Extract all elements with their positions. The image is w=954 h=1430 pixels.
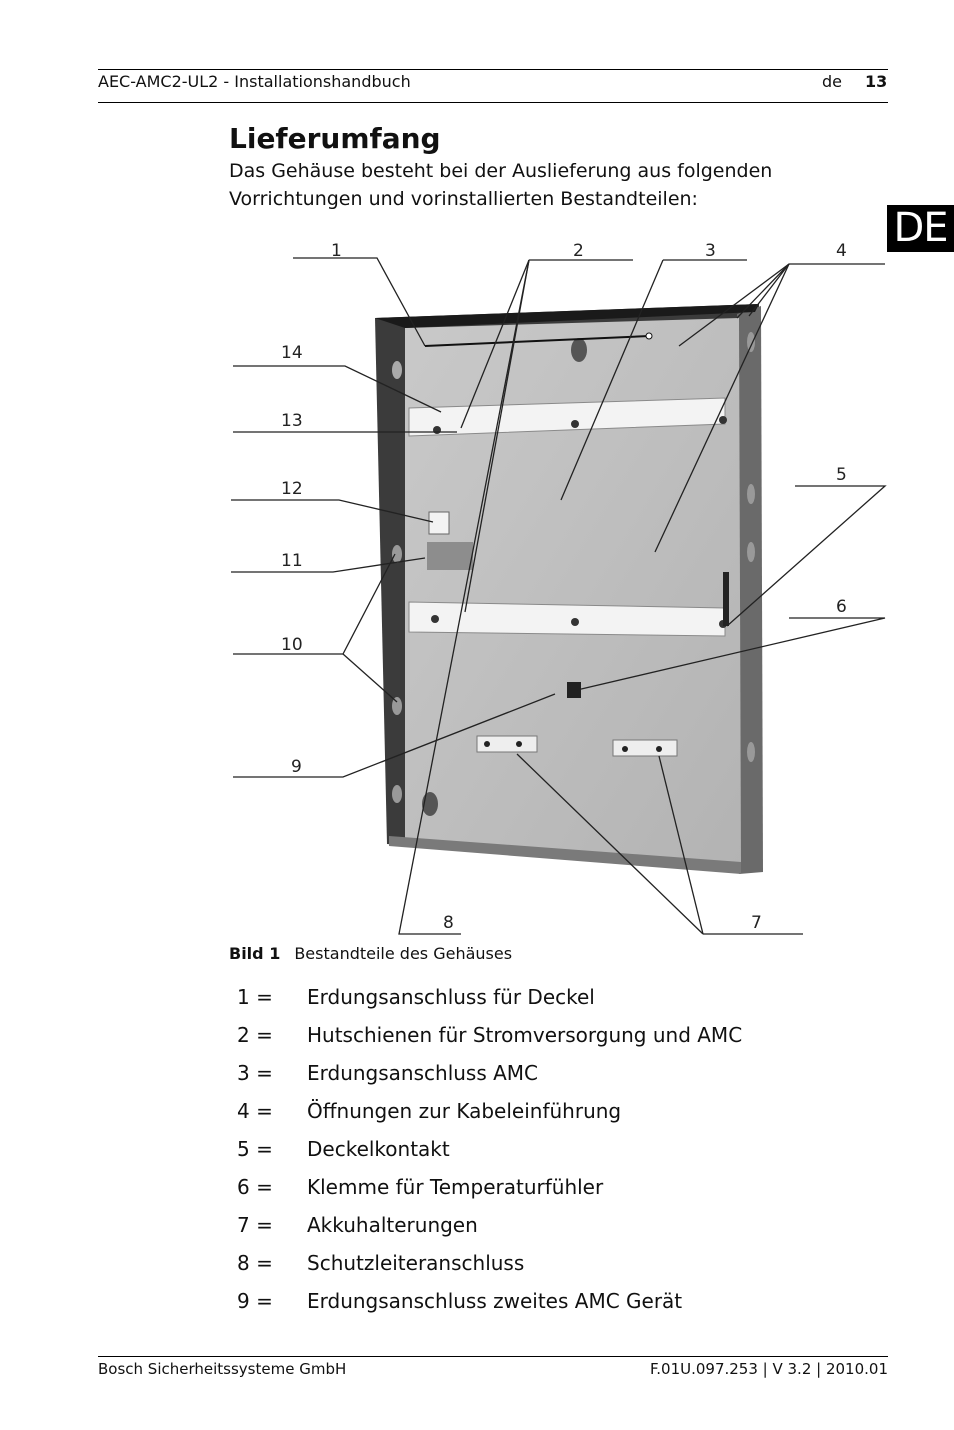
document-title: AEC-AMC2-UL2 - Installationshandbuch xyxy=(98,72,411,91)
legend-number: 7 = xyxy=(237,1213,273,1237)
callout-1: 1 xyxy=(331,241,342,261)
callout-11: 11 xyxy=(281,551,303,571)
callout-6: 6 xyxy=(836,597,847,617)
legend-number: 2 = xyxy=(237,1023,273,1047)
section-intro: Das Gehäuse besteht bei der Auslieferung… xyxy=(229,160,773,210)
legend-number: 5 = xyxy=(237,1137,273,1161)
legend-text: Akkuhalterungen xyxy=(307,1213,478,1237)
legend-number: 1 = xyxy=(237,985,273,1009)
language-code: de xyxy=(822,72,842,91)
legend-text: Erdungsanschluss AMC xyxy=(307,1061,539,1085)
figure-caption: Bild 1 Bestandteile des Gehäuses xyxy=(229,944,512,963)
legend-text: Deckelkontakt xyxy=(307,1137,450,1161)
legend-number: 6 = xyxy=(237,1175,273,1199)
legend-text: Erdungsanschluss zweites AMC Gerät xyxy=(307,1289,683,1313)
legend-text: Erdungsanschluss für Deckel xyxy=(307,985,595,1009)
legend-number: 4 = xyxy=(237,1099,273,1123)
figure-caption-label: Bild 1 xyxy=(229,944,281,963)
callout-9: 9 xyxy=(291,757,302,777)
footer-doc-id: F.01U.097.253 | V 3.2 | 2010.01 xyxy=(650,1360,888,1378)
enclosure-figure: 1 2 3 4 5 6 7 8 9 10 11 12 13 14 xyxy=(229,232,889,938)
header-bottom-rule xyxy=(98,102,888,103)
callout-2: 2 xyxy=(573,241,584,261)
callout-3: 3 xyxy=(705,241,716,261)
language-tab: DE xyxy=(887,205,954,252)
callout-10: 10 xyxy=(281,635,303,655)
legend-text: Hutschienen für Stromversorgung und AMC xyxy=(307,1023,743,1047)
callout-7: 7 xyxy=(751,913,762,933)
callout-4: 4 xyxy=(836,241,847,261)
legend-number: 3 = xyxy=(237,1061,273,1085)
legend-text: Schutzleiteranschluss xyxy=(307,1251,525,1275)
callout-12: 12 xyxy=(281,479,303,499)
callout-14: 14 xyxy=(281,343,303,363)
enclosure-illustration: 1 2 3 4 5 6 7 8 9 10 11 12 13 14 xyxy=(231,241,887,935)
legend-text: Klemme für Temperaturfühler xyxy=(307,1175,604,1199)
legend-text: Öffnungen zur Kabeleinführung xyxy=(307,1099,622,1123)
figure-caption-text: Bestandteile des Gehäuses xyxy=(294,944,513,963)
header-top-rule xyxy=(98,69,888,70)
callout-5: 5 xyxy=(836,465,847,485)
footer-rule xyxy=(98,1356,888,1357)
legend-number: 8 = xyxy=(237,1251,273,1275)
page-number: 13 xyxy=(865,72,888,91)
footer-company: Bosch Sicherheitssysteme GmbH xyxy=(98,1360,347,1378)
callout-13: 13 xyxy=(281,411,303,431)
callout-labels: 1 2 3 4 5 6 7 8 9 10 11 12 13 14 xyxy=(281,241,847,933)
section-title: Lieferumfang xyxy=(229,122,441,155)
legend-number: 9 = xyxy=(237,1289,273,1313)
callout-8: 8 xyxy=(443,913,454,933)
